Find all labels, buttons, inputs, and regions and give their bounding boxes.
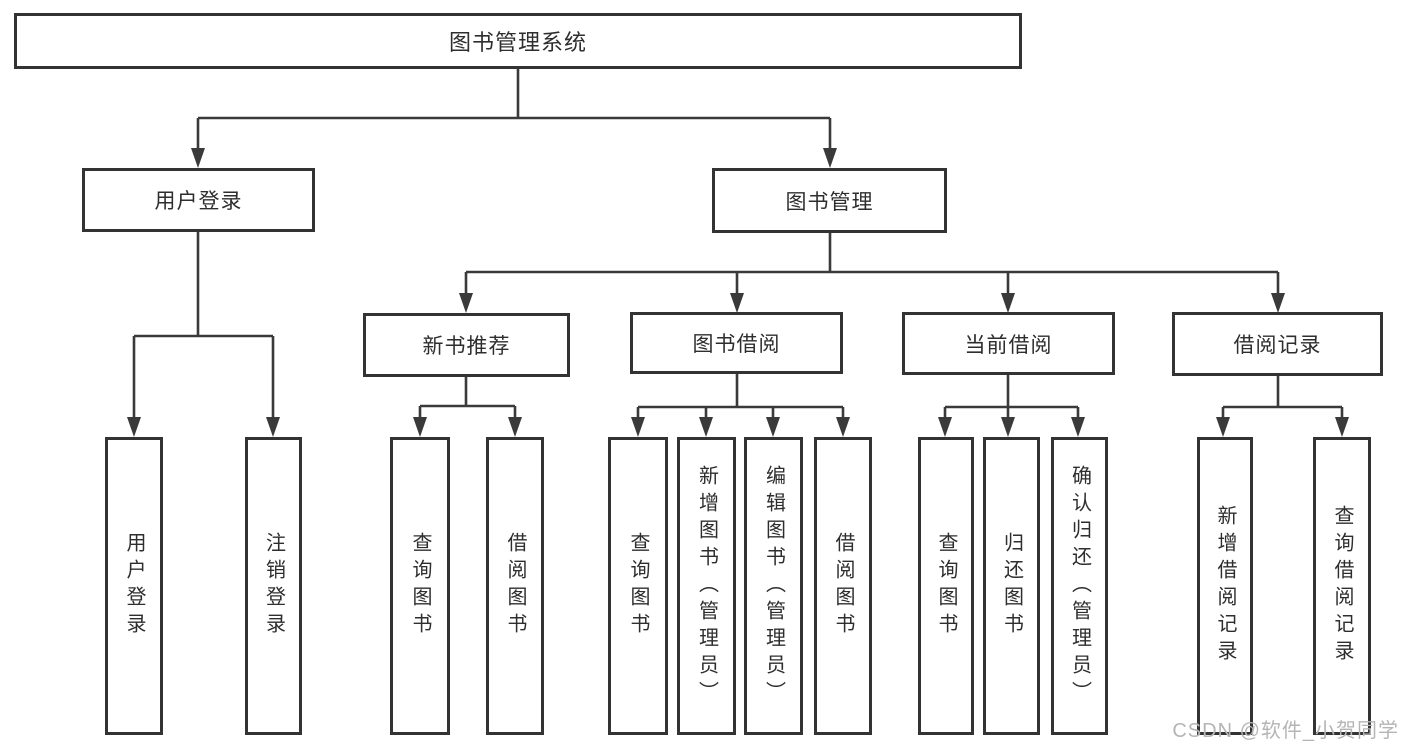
node-new-book-rec-label: 新书推荐 [422, 335, 511, 358]
node-new-book-rec: 新书推荐 [363, 313, 570, 377]
leaf-nbr-borrow-books-label: 借阅图书 [504, 532, 526, 640]
leaf-cb-return-books-label: 归还图书 [1000, 532, 1023, 640]
node-book-borrow-label: 图书借阅 [692, 333, 781, 356]
leaf-bb-borrow-books: 借阅图书 [814, 437, 872, 735]
leaf-br-query-record-label: 查询借阅记录 [1331, 505, 1353, 667]
node-user-login: 用户登录 [82, 168, 315, 232]
leaf-br-query-record: 查询借阅记录 [1313, 437, 1371, 735]
leaf-br-add-record: 新增借阅记录 [1197, 437, 1253, 735]
leaf-cb-return-books: 归还图书 [983, 437, 1040, 735]
node-user-login-label: 用户登录 [154, 190, 243, 213]
watermark: CSDN @软件_小贺同学 [1172, 720, 1399, 742]
leaf-user-login-label: 用户登录 [123, 532, 145, 640]
leaf-bb-edit-books-admin: 编辑图书（管理员） [744, 437, 803, 735]
leaf-nbr-query-books-label: 查询图书 [409, 532, 431, 640]
leaf-bb-query-books-label: 查询图书 [627, 532, 649, 640]
node-root: 图书管理系统 [14, 13, 1022, 69]
leaf-logout-label: 注销登录 [262, 532, 285, 640]
leaf-cb-query-books: 查询图书 [918, 437, 974, 735]
leaf-bb-edit-books-admin-label: 编辑图书（管理员） [762, 464, 785, 708]
leaf-bb-query-books: 查询图书 [608, 437, 668, 735]
leaf-bb-add-books-admin: 新增图书（管理员） [677, 437, 736, 735]
node-book-mgmt: 图书管理 [712, 168, 947, 233]
leaf-bb-add-books-admin-label: 新增图书（管理员） [695, 464, 718, 708]
node-book-mgmt-label: 图书管理 [785, 190, 874, 214]
leaf-bb-borrow-books-label: 借阅图书 [832, 532, 854, 640]
node-root-label: 图书管理系统 [448, 30, 587, 55]
leaf-nbr-query-books: 查询图书 [390, 437, 450, 735]
node-borrow-record-label: 借阅记录 [1233, 334, 1322, 357]
leaf-cb-confirm-return-admin: 确认归还（管理员） [1051, 437, 1108, 735]
leaf-user-login: 用户登录 [105, 437, 163, 735]
leaf-logout: 注销登录 [245, 437, 302, 735]
node-borrow-record: 借阅记录 [1172, 312, 1383, 376]
leaf-cb-query-books-label: 查询图书 [935, 532, 957, 640]
leaf-cb-confirm-return-admin-label: 确认归还（管理员） [1068, 464, 1091, 708]
leaf-nbr-borrow-books: 借阅图书 [486, 437, 544, 735]
node-current-borrow: 当前借阅 [902, 312, 1115, 375]
leaf-br-add-record-label: 新增借阅记录 [1214, 505, 1236, 667]
node-book-borrow: 图书借阅 [630, 312, 843, 374]
node-current-borrow-label: 当前借阅 [964, 333, 1053, 357]
